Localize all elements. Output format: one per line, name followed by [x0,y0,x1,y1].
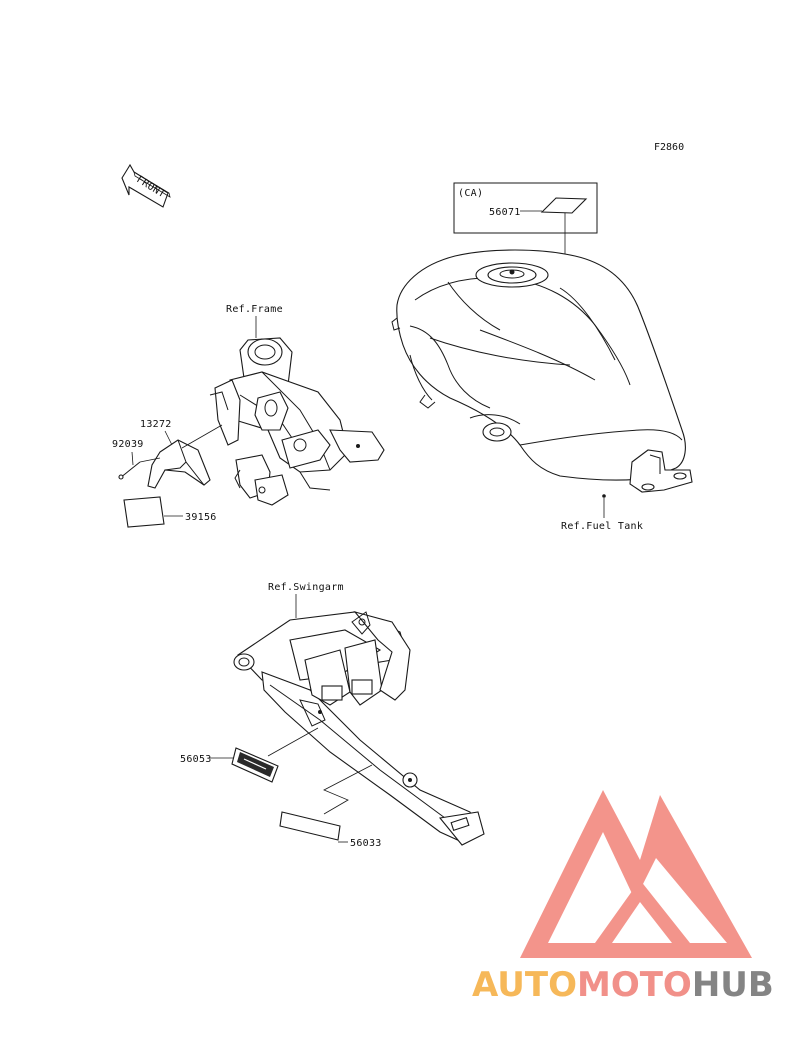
logo-moto-text: MOTO [577,965,692,1005]
logo-auto-text: AUTO [472,965,577,1005]
label-56053-icon [231,747,279,783]
pin-92039-icon [118,461,141,480]
part-56071-label: 56071 [489,207,521,218]
swingarm-drawing [233,611,485,846]
label-56071-icon [540,197,588,214]
svg-text:AUTOMOTOHUB: AUTOMOTOHUB [472,965,774,1005]
ca-region-label: (CA) [458,188,483,199]
part-39156-label: 39156 [185,512,217,523]
part-56033-label: 56033 [350,838,382,849]
ref-frame-label: Ref.Frame [226,304,283,315]
figure-code: F2860 [654,142,684,153]
frame-drawing [209,337,385,506]
ca-box: (CA) 56071 [453,182,598,234]
bracket-13272-drawing [147,439,211,489]
logo-triangle-icon [520,790,752,958]
logo-hub-text: HUB [692,965,774,1005]
part-92039-label: 92039 [112,439,144,450]
ref-swingarm-label: Ref.Swingarm [268,582,344,593]
fuel-tank-drawing [391,249,693,498]
front-arrow-icon: FRONT [121,163,171,208]
label-56033-icon [279,811,341,841]
part-56053-label: 56053 [180,754,212,765]
ref-fuel-tank-label: Ref.Fuel Tank [561,521,643,532]
part-13272-label: 13272 [140,419,172,430]
automotohub-logo: AUTOMOTOHUB [472,790,774,1005]
label-39156-icon [123,496,165,528]
